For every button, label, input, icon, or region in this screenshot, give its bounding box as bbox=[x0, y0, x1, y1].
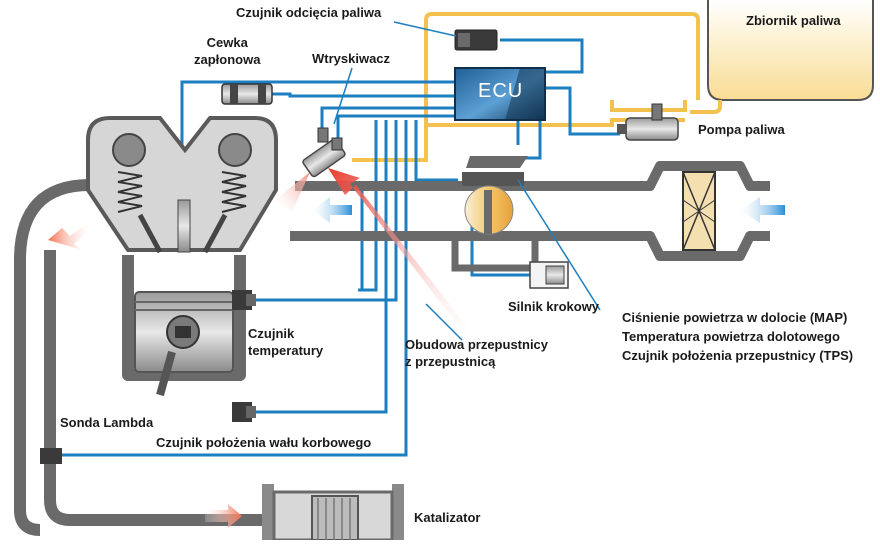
fuel-cutoff-sensor-label: Czujnik odcięcia paliwa bbox=[236, 5, 382, 20]
lambda-sensor bbox=[40, 448, 62, 464]
air-flow-arrow-intake bbox=[312, 197, 352, 223]
catalyst bbox=[262, 484, 404, 542]
cylinder-head bbox=[86, 116, 278, 254]
fuel-cutoff-sensor bbox=[454, 29, 498, 51]
injector-label: Wtryskiwacz bbox=[312, 51, 391, 66]
ignition-coil bbox=[221, 83, 273, 105]
temperature-sensor-label: Czujnik temperatury bbox=[248, 326, 324, 358]
ecu-label: ECU bbox=[478, 80, 524, 102]
catalyst-label: Katalizator bbox=[414, 510, 481, 525]
injector bbox=[302, 127, 346, 178]
throttle-body bbox=[451, 156, 569, 289]
exhaust-flow-arrow-lower bbox=[205, 504, 242, 528]
intake-manifold bbox=[290, 161, 770, 261]
tps-label: Czujnik położenia przepustnicy (TPS) bbox=[622, 348, 854, 363]
intake-temp-sensor-label: Temperatura powietrza dolotowego bbox=[622, 329, 840, 344]
fuel-spray bbox=[275, 172, 310, 212]
crankshaft-sensor-label: Czujnik położenia wału korbowego bbox=[156, 435, 372, 450]
crankshaft-sensor bbox=[232, 402, 256, 422]
ecu-unit bbox=[454, 67, 546, 121]
fuel-tank bbox=[707, 0, 874, 101]
temperature-sensor bbox=[232, 290, 256, 310]
fuel-pump bbox=[617, 103, 679, 141]
ignition-coil-label: Cewka zapłonowa bbox=[194, 35, 261, 67]
air-filter bbox=[682, 171, 716, 251]
fuel-pump-label: Pompa paliwa bbox=[698, 122, 785, 137]
label-pointers bbox=[333, 21, 601, 341]
exhaust-flow-arrow-upper bbox=[48, 224, 90, 250]
throttle-pointer-arrow bbox=[328, 168, 470, 336]
engine-block bbox=[14, 179, 270, 536]
fuel-tank-label: Zbiornik paliwa bbox=[746, 13, 841, 28]
map-sensor-label: Ciśnienie powietrza w dolocie (MAP) bbox=[622, 310, 848, 325]
stepper-motor-label: Silnik krokowy bbox=[508, 299, 600, 314]
air-flow-arrow-inlet bbox=[740, 197, 785, 223]
throttle-body-label: Obudowa przepustnicy z przepustnicą bbox=[405, 337, 549, 369]
piston bbox=[134, 291, 234, 397]
lambda-sensor-label: Sonda Lambda bbox=[60, 415, 154, 430]
